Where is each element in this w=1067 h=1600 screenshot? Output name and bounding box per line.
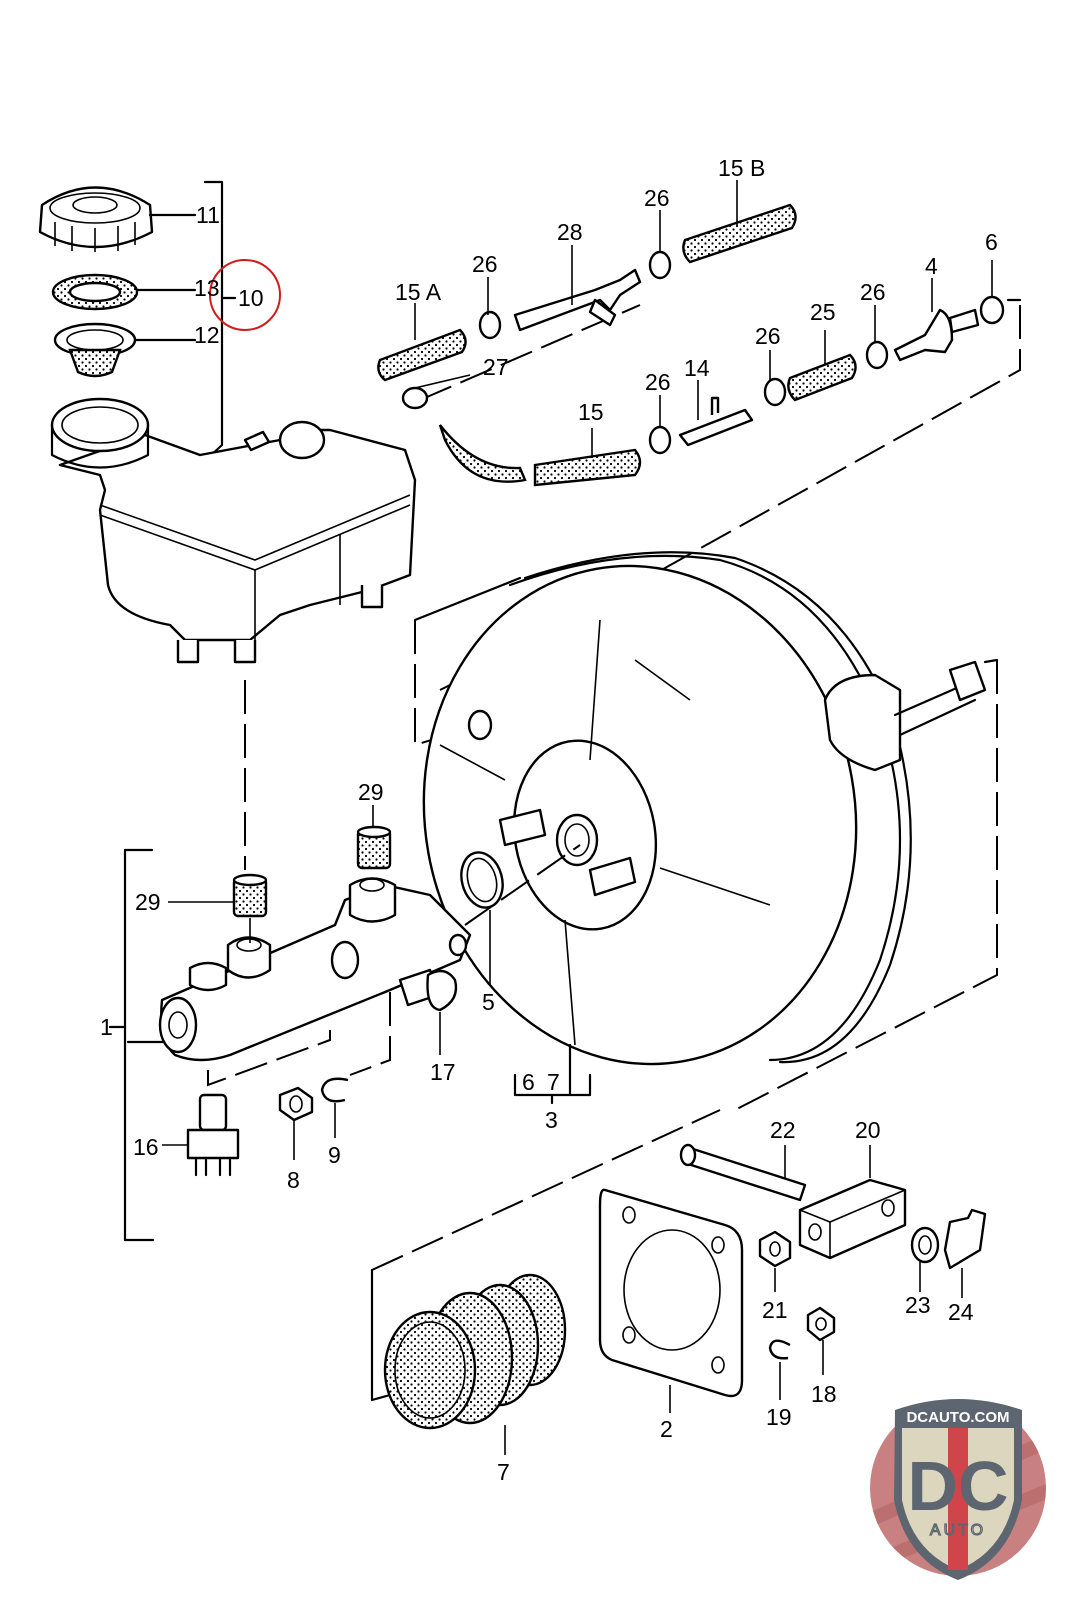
nut[interactable]: [278, 1086, 314, 1122]
callout-22[interactable]: 22: [770, 1117, 796, 1143]
callout-27[interactable]: 27: [483, 354, 509, 380]
hose-clamp[interactable]: [478, 310, 502, 340]
dcauto-logo: DCAUTO.COM DC AUTO: [870, 1399, 1046, 1580]
callout-15b[interactable]: 15 B: [718, 155, 765, 181]
fluid-reservoir[interactable]: [50, 397, 417, 664]
grommet[interactable]: [979, 295, 1005, 325]
callout-4[interactable]: 4: [925, 253, 938, 279]
vacuum-hose[interactable]: [438, 424, 527, 483]
booster-bracket: [513, 1043, 592, 1105]
boot[interactable]: [383, 1273, 567, 1430]
callout-12[interactable]: 12: [194, 322, 220, 348]
hose-clamp[interactable]: [763, 377, 787, 407]
lock-washer[interactable]: [768, 1339, 791, 1360]
hose-clamp[interactable]: [648, 425, 672, 455]
callout-20[interactable]: 20: [855, 1117, 881, 1143]
callout-15[interactable]: 15: [578, 399, 604, 425]
reservoir-cap[interactable]: [38, 186, 197, 253]
vacuum-hose-a[interactable]: [377, 328, 467, 382]
pushrod-group: [370, 1109, 987, 1455]
callout-21[interactable]: 21: [762, 1297, 788, 1323]
strainer[interactable]: [53, 322, 197, 378]
clevis-block[interactable]: [798, 1178, 907, 1260]
callout-9[interactable]: 9: [328, 1142, 341, 1168]
callout-26[interactable]: 26: [860, 279, 886, 305]
hose-clamp[interactable]: [648, 250, 672, 280]
callout-7[interactable]: 7: [497, 1459, 510, 1485]
callout-2[interactable]: 2: [660, 1416, 673, 1442]
nut[interactable]: [758, 1230, 792, 1268]
callout-23[interactable]: 23: [905, 1292, 931, 1318]
callout-17[interactable]: 17: [430, 1059, 456, 1085]
gasket[interactable]: [598, 1188, 744, 1398]
callout-24[interactable]: 24: [948, 1299, 974, 1325]
connector[interactable]: [678, 408, 754, 447]
nut[interactable]: [806, 1306, 836, 1342]
callout-15a[interactable]: 15 A: [395, 279, 442, 305]
pin[interactable]: [679, 1143, 807, 1202]
callout-26[interactable]: 26: [645, 369, 671, 395]
callout-labels: 11 13 12 10 15 A 26 28 26 15 B 27 15 26 …: [100, 155, 998, 1485]
check-valve[interactable]: [893, 308, 954, 362]
hose-clamp[interactable]: [865, 340, 889, 370]
callout-26[interactable]: 26: [755, 323, 781, 349]
o-ring[interactable]: [455, 848, 508, 912]
callout-8[interactable]: 8: [287, 1167, 300, 1193]
sealing-plug[interactable]: [356, 825, 392, 870]
callout-26[interactable]: 26: [644, 185, 670, 211]
callout-16[interactable]: 16: [133, 1134, 159, 1160]
cap-seal[interactable]: [51, 273, 197, 311]
highlight-circle: [209, 259, 281, 331]
callout-13[interactable]: 13: [194, 275, 220, 301]
bolt[interactable]: [398, 968, 458, 1012]
callout-18[interactable]: 18: [811, 1381, 837, 1407]
logo-site-text: DCAUTO.COM: [906, 1409, 1009, 1426]
callout-3[interactable]: 3: [545, 1107, 558, 1133]
callout-11[interactable]: 11: [196, 202, 220, 228]
callout-29[interactable]: 29: [358, 779, 384, 805]
lock-washer[interactable]: [320, 1077, 349, 1103]
pressure-switch[interactable]: [186, 1093, 240, 1177]
callout-6[interactable]: 6: [522, 1069, 535, 1095]
callout-29[interactable]: 29: [135, 889, 161, 915]
callout-10[interactable]: 10: [238, 285, 264, 311]
hose-clamp-small[interactable]: [401, 386, 429, 410]
brake-booster[interactable]: [385, 531, 999, 1111]
callout-5[interactable]: 5: [482, 989, 495, 1015]
sealing-plug[interactable]: [232, 873, 268, 918]
logo-monogram: DC: [907, 1447, 1008, 1525]
master-cylinder-group: [108, 680, 581, 1242]
reservoir-group: [38, 180, 417, 664]
callout-25[interactable]: 25: [810, 299, 836, 325]
callout-6[interactable]: 6: [985, 229, 998, 255]
vacuum-hose-b[interactable]: [682, 203, 797, 264]
callout-7[interactable]: 7: [547, 1069, 560, 1095]
callout-19[interactable]: 19: [766, 1404, 792, 1430]
clip[interactable]: [943, 1208, 987, 1270]
t-connector[interactable]: [513, 268, 642, 332]
hose[interactable]: [787, 353, 857, 402]
callout-28[interactable]: 28: [557, 219, 583, 245]
washer[interactable]: [910, 1226, 940, 1264]
callout-26[interactable]: 26: [472, 251, 498, 277]
logo-word: AUTO: [930, 1522, 986, 1539]
master-cylinder[interactable]: [158, 877, 472, 1062]
callout-14[interactable]: 14: [684, 355, 710, 381]
callout-1[interactable]: 1: [100, 1014, 113, 1040]
